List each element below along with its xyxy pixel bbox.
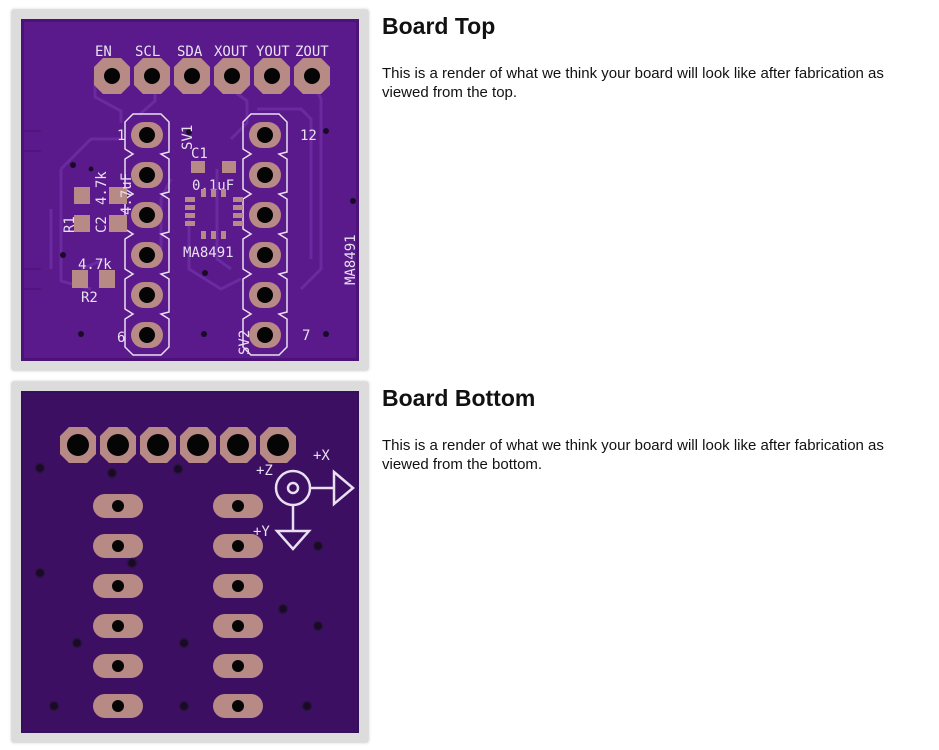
r1-value: 4.7k — [94, 171, 110, 205]
board-top-vias — [60, 128, 356, 337]
board-top-title: Board Top — [382, 13, 496, 39]
capacitor-c2: C2 4.7uF — [94, 173, 135, 233]
resistor-r1: R1 4.7k — [62, 171, 110, 233]
board-top-info: Board Top This is a render of what we th… — [382, 12, 927, 102]
pin-label-scl: SCL — [135, 44, 160, 60]
sv1-outline — [124, 113, 170, 356]
pin-label-en: EN — [95, 44, 112, 60]
pin-number-6: 6 — [117, 330, 125, 346]
bottom-pads-left — [93, 494, 143, 718]
pin-label-yout: YOUT — [256, 44, 290, 60]
sv1-pads — [131, 122, 163, 348]
sv1-label: SV1 — [180, 125, 196, 150]
board-bottom-render: +Z +X +Y — [21, 391, 359, 733]
axis-indicator — [274, 469, 355, 551]
sv2-label: SV2 — [237, 330, 253, 355]
sv2-pads — [249, 122, 281, 348]
r1-name: R1 — [62, 216, 78, 233]
axis-y-label: +Y — [253, 524, 270, 540]
bottom-pads-right — [213, 494, 263, 718]
r2-value: 4.7k — [78, 257, 112, 273]
board-bottom-frame: +Z +X +Y — [12, 382, 368, 742]
pin-label-xout: XOUT — [214, 44, 248, 60]
header-pads-top — [94, 58, 330, 94]
board-bottom-info: Board Bottom This is a render of what we… — [382, 384, 927, 474]
sv2-outline — [242, 113, 288, 356]
chip-label: MA8491 — [183, 245, 234, 261]
axis-x-label: +X — [313, 448, 330, 464]
board-top-render: EN SCL SDA XOUT YOUT ZOUT — [21, 19, 359, 361]
pin-label-zout: ZOUT — [295, 44, 329, 60]
pin-number-12: 12 — [300, 128, 317, 144]
board-name-label: MA8491 — [343, 234, 359, 285]
board-top-description: This is a render of what we think your b… — [382, 65, 884, 101]
c2-name: C2 — [94, 216, 110, 233]
r2-name: R2 — [81, 290, 98, 306]
board-bottom-title: Board Bottom — [382, 385, 536, 411]
header-pads-bottom — [60, 427, 296, 463]
resistor-r2: 4.7k R2 — [72, 257, 115, 306]
pin-number-1: 1 — [117, 128, 125, 144]
board-bottom-description: This is a render of what we think your b… — [382, 437, 884, 473]
board-bottom-vias — [34, 462, 324, 712]
pin-label-sda: SDA — [177, 44, 203, 60]
pin-number-7: 7 — [302, 328, 310, 344]
c2-value: 4.7uF — [119, 173, 135, 215]
c1-name: C1 — [191, 146, 208, 162]
axis-z-label: +Z — [256, 463, 273, 479]
board-top-frame: EN SCL SDA XOUT YOUT ZOUT — [12, 10, 368, 370]
chip-ma8491 — [185, 189, 243, 239]
